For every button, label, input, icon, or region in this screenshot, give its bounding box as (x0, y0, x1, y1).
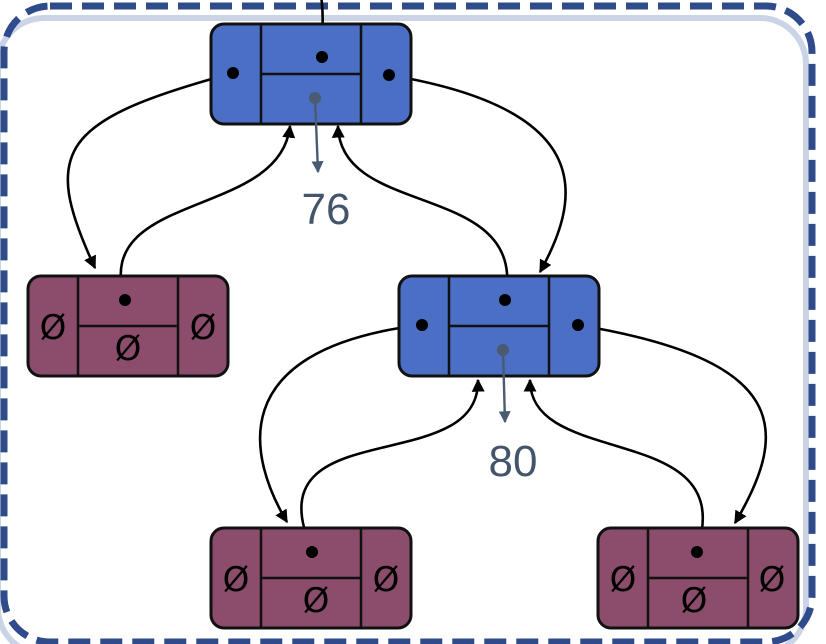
root-left-dot (227, 67, 239, 79)
edges (66, 71, 768, 551)
left-leaf-null-left: Ø (40, 308, 67, 348)
edge-root-to-left-leaf (66, 71, 234, 270)
root-value-label: 76 (302, 185, 351, 234)
edge-root-to-right-child (388, 73, 567, 274)
edge-right-right-leaf-to-right-child (523, 378, 705, 551)
edge-left-leaf-to-root (119, 124, 296, 301)
right-child-value-label: 80 (489, 437, 538, 486)
right-left-leaf-parent-dot (306, 546, 318, 558)
edge-right-child-to-root (331, 124, 509, 301)
right-child-left-dot (416, 319, 428, 331)
node-right-child: 80 (397, 274, 601, 486)
right-right-leaf-null-value: Ø (681, 581, 708, 621)
right-left-leaf-null-left: Ø (223, 560, 250, 600)
right-child-value-pointer (498, 349, 511, 424)
right-child-right-dot (572, 319, 584, 331)
root-right-dot (383, 69, 395, 81)
right-child-parent-dot (499, 294, 511, 306)
left-leaf-null-right: Ø (190, 308, 217, 348)
node-root: 76 (209, 22, 413, 234)
root-value-pointer (311, 97, 324, 174)
node-right-left-leaf: Ø Ø Ø (209, 526, 413, 630)
left-leaf-parent-dot (119, 294, 131, 306)
right-right-leaf-parent-dot (691, 546, 703, 558)
right-left-leaf-null-value: Ø (303, 581, 330, 621)
edge-right-child-to-right-right-leaf (577, 323, 768, 525)
root-parent-dot (316, 51, 328, 63)
node-right-right-leaf: Ø Ø Ø (596, 526, 800, 630)
node-left-leaf: Ø Ø Ø (26, 274, 230, 378)
edge-right-child-to-right-left-leaf (258, 323, 421, 524)
right-right-leaf-null-right: Ø (759, 560, 786, 600)
right-left-leaf-null-right: Ø (373, 560, 400, 600)
right-right-leaf-null-left: Ø (610, 560, 637, 600)
frame-shadow (0, 15, 809, 644)
edge-right-left-leaf-to-right-child (300, 378, 485, 551)
left-leaf-null-value: Ø (115, 329, 142, 369)
